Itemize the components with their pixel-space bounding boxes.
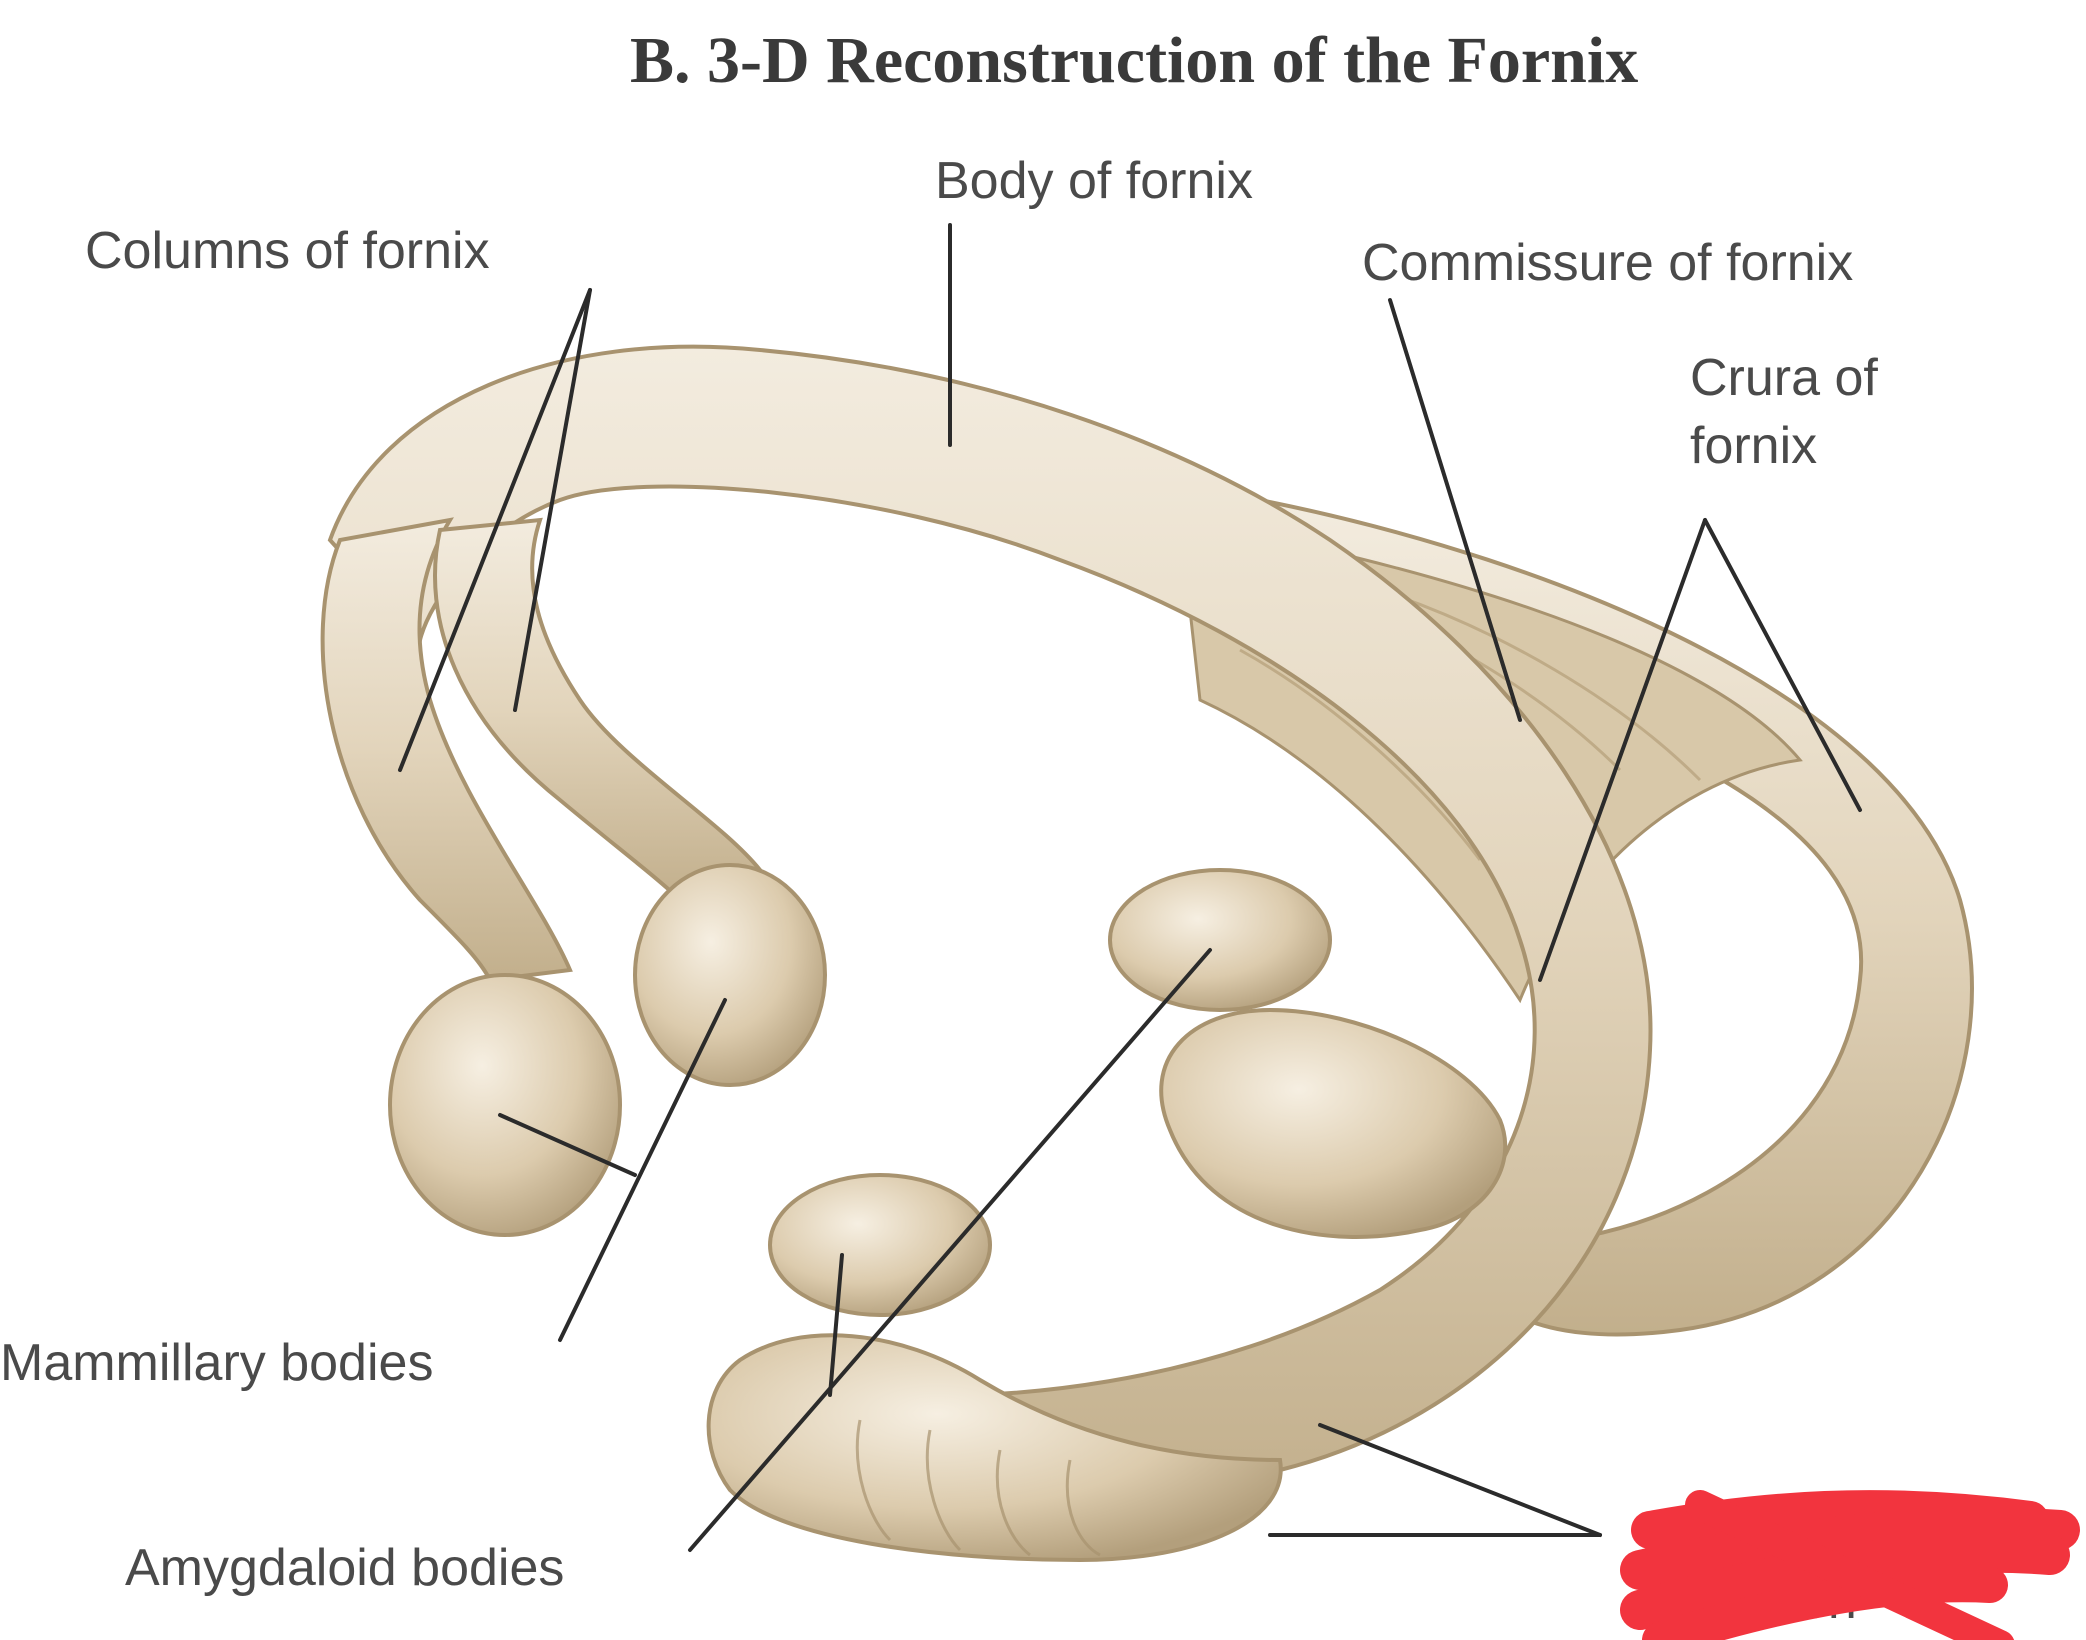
redacted-label: Hippocampal formation [1620, 1490, 2080, 1640]
label-columns-of-fornix: Columns of fornix [85, 222, 490, 280]
amygdaloid-body-lower-shape [768, 1173, 992, 1317]
leader-columns-b [513, 288, 592, 712]
hippocampal-head-shape [1159, 1007, 1508, 1239]
fornix-illustration [320, 344, 1974, 1563]
leader-commissure [1388, 298, 1522, 722]
amygdaloid-body-upper-shape [1108, 868, 1332, 1012]
mammillary-body-right-shape [633, 863, 827, 1087]
leader-crura-b [1703, 518, 1862, 812]
page-title: B. 3-D Reconstruction of the Fornix [630, 24, 1638, 97]
label-amygdaloid-bodies: Amygdaloid bodies [125, 1539, 564, 1597]
leader-amygdaloid-a [688, 948, 1212, 1552]
label-crura-line2: fornix [1690, 417, 1817, 475]
label-mammillary-bodies: Mammillary bodies [0, 1334, 433, 1392]
leader-hippocampal-a [1318, 1423, 1602, 1537]
leader-columns-a [398, 288, 592, 772]
red-redaction-scribble [1620, 1490, 2080, 1640]
label-crura-line1: Crura of [1690, 349, 1878, 407]
right-crus-shape [1255, 497, 1974, 1337]
mammillary-body-left-shape [388, 973, 622, 1237]
leader-mammillary-b [498, 1113, 637, 1177]
leader-amygdaloid-b [828, 1253, 844, 1397]
hippocampal-tail-shape [706, 1333, 1283, 1563]
column-left-shape [320, 517, 573, 983]
leader-mammillary-a [558, 998, 727, 1342]
leader-crura-a [1538, 518, 1707, 982]
leader-lines [398, 223, 1862, 1552]
label-body-of-fornix: Body of fornix [935, 152, 1253, 210]
label-commissure-of-fornix: Commissure of fornix [1362, 234, 1853, 292]
